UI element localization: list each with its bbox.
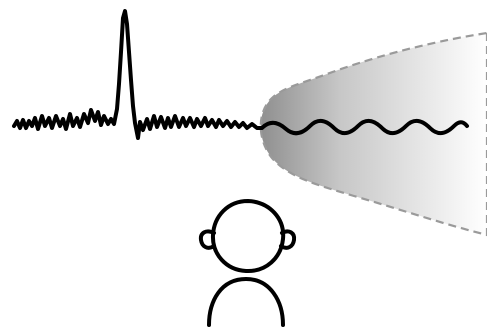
person-head-icon (201, 201, 294, 325)
